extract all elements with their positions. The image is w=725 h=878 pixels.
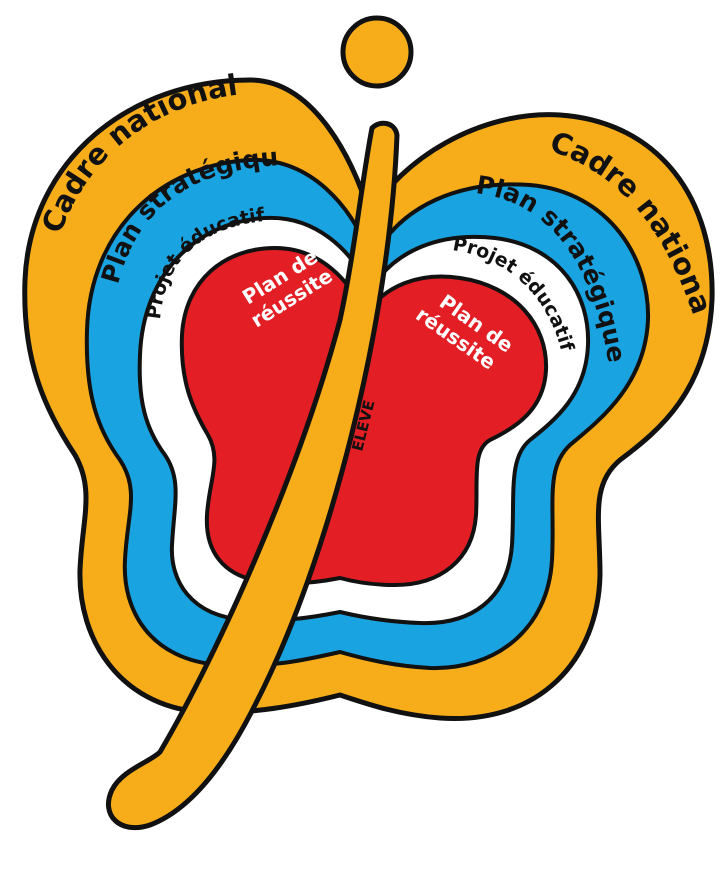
eleve-dot: [340, 15, 414, 89]
plan-reussite-layer: [179, 246, 549, 587]
eleve-stem: [105, 120, 400, 831]
